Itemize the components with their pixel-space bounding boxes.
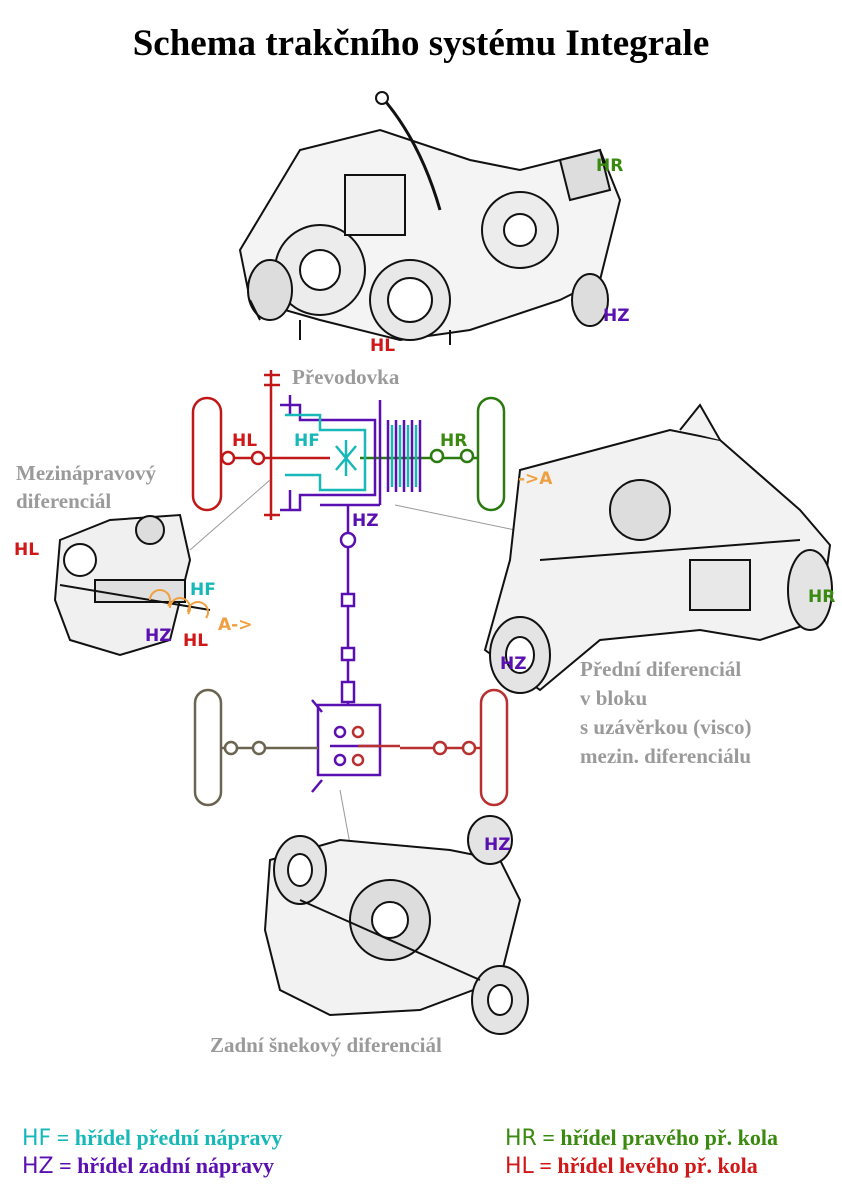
center-diff-arrows [149, 589, 209, 619]
tag-hr-schematic: HR [440, 431, 468, 451]
page-title: Schema trakčního systému Integrale [132, 23, 710, 64]
tag-hr-gearbox: HR [596, 156, 624, 176]
legend-hr-text: = hřídel pravého př. kola [536, 1125, 778, 1150]
tag-hl-center-2: HL [183, 631, 209, 651]
tag-from-a: A-> [218, 615, 253, 635]
center-diff-label-line2: diferenciál [16, 489, 112, 513]
front-diff-label-line2: v bloku [580, 686, 648, 710]
tag-hr-front: HR [808, 587, 836, 607]
front-diff-label-line1: Přední diferenciál [580, 657, 742, 681]
legend-hl-code: HL [505, 1154, 534, 1179]
tag-hz-front: HZ [500, 654, 527, 674]
tag-to-a: ->A [518, 469, 553, 489]
front-right-wheel [476, 396, 506, 512]
front-diff-label-line4: mezin. diferenciálu [580, 744, 752, 768]
tag-hl-schematic: HL [232, 431, 258, 451]
front-diff-illustration [483, 403, 833, 694]
legend-hz-text: = hřídel zadní nápravy [53, 1153, 274, 1178]
legend-hf-code: HF [22, 1126, 52, 1151]
legend-hz: HZ = hřídel zadní nápravy [22, 1153, 274, 1179]
tag-hz-schematic: HZ [352, 511, 379, 531]
gearbox-illustration [238, 91, 622, 345]
front-left-wheel [191, 396, 223, 512]
tag-hf-schematic: HF [294, 431, 320, 451]
rear-left-wheel [193, 688, 223, 807]
tag-hl-gearbox: HL [370, 336, 396, 356]
legend-hl-text: = hřídel levého př. kola [533, 1153, 758, 1178]
rear-diff-illustration [263, 815, 529, 1035]
legend-hf-text: = hřídel přední nápravy [51, 1125, 283, 1150]
tag-hl-center: HL [14, 540, 40, 560]
legend-hf: HF = hřídel přední nápravy [22, 1125, 283, 1151]
gearbox-label: Převodovka [292, 365, 400, 389]
rear-diff-label: Zadní šnekový diferenciál [210, 1033, 442, 1057]
tag-hz-rear: HZ [484, 835, 511, 855]
tag-hz-gearbox: HZ [603, 306, 630, 326]
transmission-schematic [191, 370, 509, 807]
center-diff-label-line1: Mezinápravový [16, 461, 156, 485]
legend-hr-code: HR [505, 1126, 537, 1151]
center-diff-illustration [53, 513, 211, 657]
front-diff-label-line3: s uzávěrkou (visco) [580, 715, 752, 739]
legend-hl: HL = hřídel levého př. kola [505, 1153, 758, 1179]
legend-hr: HR = hřídel pravého př. kola [505, 1125, 778, 1151]
tag-hz-center: HZ [145, 626, 172, 646]
legend-hz-code: HZ [22, 1154, 54, 1179]
rear-right-wheel [479, 688, 509, 807]
tag-hf-center: HF [190, 580, 216, 600]
